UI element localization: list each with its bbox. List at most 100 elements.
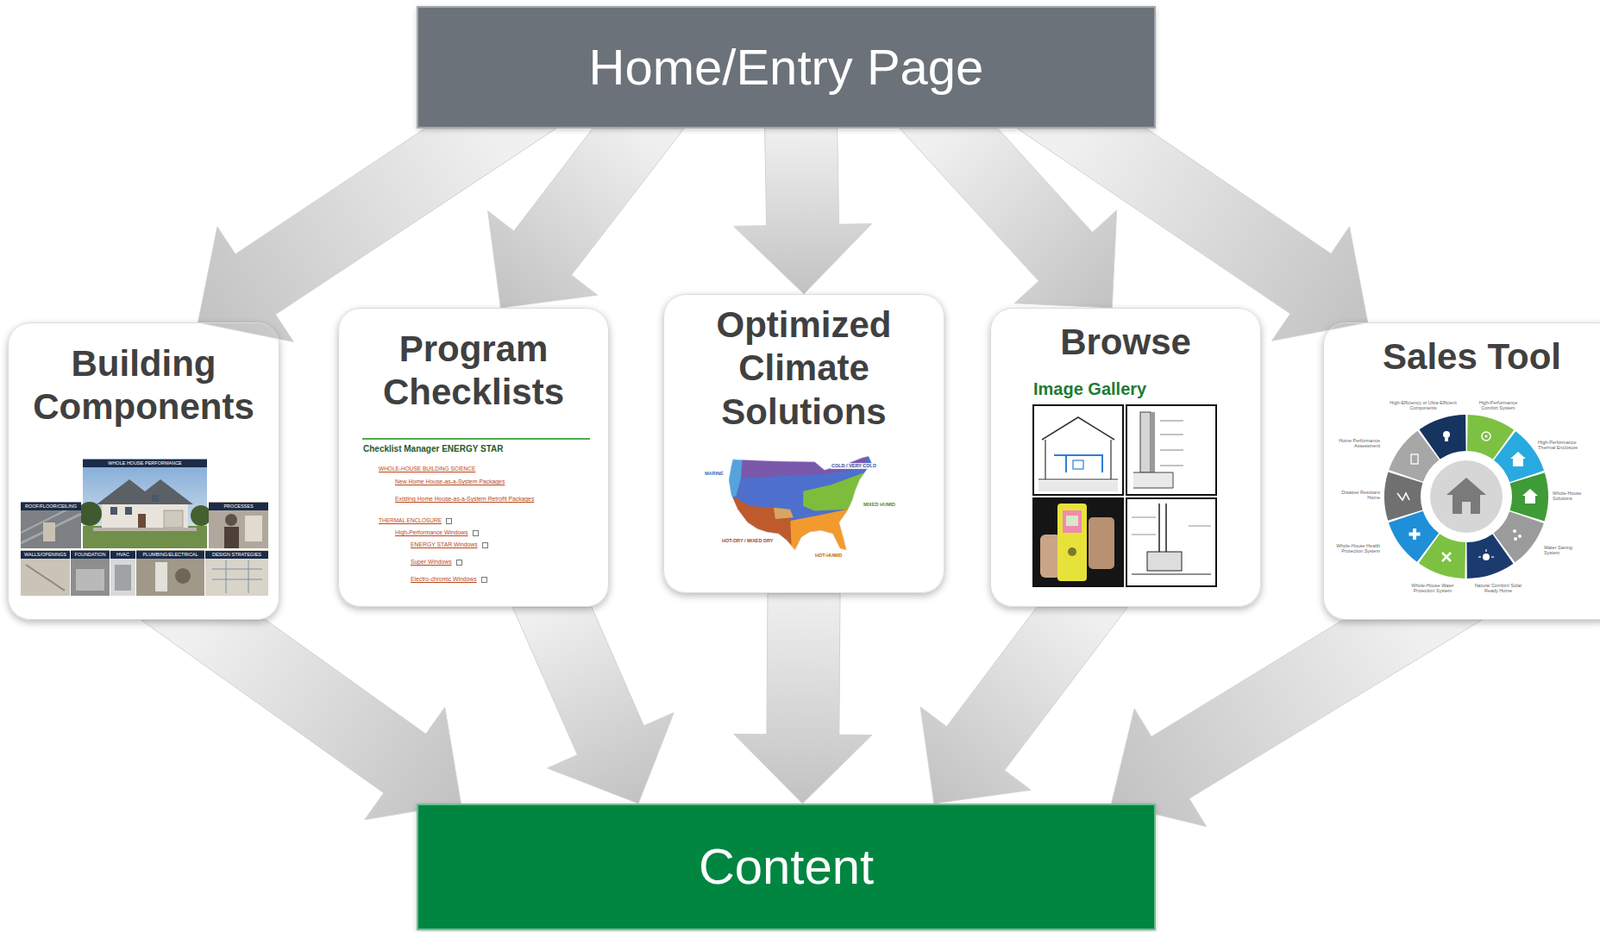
box-title: Optimized Climate Solutions [664,303,944,434]
section-card: Optimized Climate Solutions [663,294,945,594]
climate-map [724,455,743,498]
block-arrow [512,607,674,804]
thumbnail-caption: PROCESSES [208,502,269,511]
block-arrow [1111,620,1483,828]
box-title: Sales Tool [1323,335,1600,379]
wheel-icons [1513,537,1518,541]
processes-photo [208,501,269,549]
box-title: Browse [991,320,1261,364]
sales-wheel [1377,407,1556,586]
wheel-label: Whole-House Solutions [1552,490,1594,502]
processes-photo [244,515,263,542]
checklist-item: THERMAL ENCLOSURE [378,517,452,525]
gallery-moisture-meter [1066,515,1079,527]
box-subtitle: Image Gallery [1033,379,1261,399]
thumbnail-caption: ROOF/FLOOR/CEILING [20,502,82,511]
thumbnail-caption: PLUMBING/ELECTRICAL [136,551,205,559]
block-arrow [140,620,461,821]
thumbnail-caption: DESIGN STRATEGIES [205,551,269,559]
gallery-moisture-meter [1062,510,1082,534]
component-tiles [110,550,136,597]
climate-map [724,497,792,554]
gallery-foundation-detail [1160,450,1184,452]
sales-wheel [1376,407,1556,586]
wheel-icons [1518,534,1522,539]
checklist-rule [362,439,590,440]
wheel-icons [1481,432,1491,441]
section-card: Sales Tool [1323,322,1600,621]
gallery-foundation-detail [1126,405,1217,496]
thumbnail-caption: WHOLE HOUSE PERFORMANCE [82,459,208,468]
gallery-house-diagram [1038,478,1118,480]
component-tiles [70,550,110,597]
section-card: Building Components [7,322,280,621]
climate-zone-label: COLD / VERY COLD [830,463,878,470]
gallery-foundation-detail [1160,420,1184,422]
checklist-item: ENERGY STAR Windows [410,541,489,550]
gallery-house-diagram [1041,417,1115,440]
gallery-wall-section [1165,503,1168,553]
gallery-moisture-meter [1033,498,1124,587]
wheel-label: High-Performance Comfort System [1471,400,1525,412]
gallery-house-diagram [1065,455,1067,473]
gallery-foundation-detail [1160,465,1184,467]
gallery-house-diagram [1033,405,1124,496]
checklist-rule [362,438,590,440]
component-tiles [225,560,227,594]
wheel-icons [1510,451,1526,467]
wheel-icons [1411,454,1419,465]
gallery-moisture-meter [1088,517,1115,570]
block-arrow [920,607,1128,804]
box-title: Home/Entry Page [589,38,985,97]
box-title: Content [698,838,874,897]
house-photo [93,527,197,532]
climate-map [773,508,794,520]
climate-zone-label: MIXED HUMID [862,501,897,509]
component-tiles [212,579,263,581]
checklist-item: WHOLE-HOUSE BUILDING SCIENCE [378,465,476,473]
house-photo [110,507,118,515]
component-tiles [75,569,105,591]
gallery-wall-section [1131,574,1211,576]
component-tiles [114,564,132,591]
gallery-foundation-detail [1126,405,1217,496]
thumbnail-caption: WALLS/OPENINGS [20,551,70,559]
sales-wheel [1446,477,1487,515]
wheel-icons [1491,556,1494,558]
box-title: Building Components [8,342,279,430]
wheel-label: Disaster Resistant Home [1335,489,1381,502]
component-tiles [20,550,269,597]
roof-photo [20,501,82,549]
climate-map [728,456,873,551]
gallery-foundation-detail [1150,412,1155,473]
component-tiles [20,550,70,597]
house-photo [125,507,132,515]
climate-zone-label: HOT-DRY / MIXED DRY [721,538,774,545]
sales-wheel [1376,407,1556,586]
gallery-house-diagram [1038,481,1118,492]
checklist-item: New Home House-as-a-System Packages [395,478,505,487]
wheel-label: Whole-House Water Protection System [1403,583,1462,595]
wheel-icons [1409,533,1421,537]
gallery-foundation-detail [1160,434,1184,436]
component-tiles [205,550,269,597]
processes-photo [225,514,238,527]
house-photo [96,479,194,505]
component-tiles [155,562,168,592]
entry-page-box: Home/Entry Page [416,6,1156,129]
roof-photo [43,522,56,542]
wheel-icons [1478,556,1481,558]
gallery-wall-section [1147,552,1182,571]
content-box: Content [416,803,1156,931]
sales-wheel [1376,407,1556,586]
box-title: Program Checklists [338,327,609,415]
wheel-icons [1397,493,1410,501]
wheel-label: Natural Comfort/ Solar Ready Home [1471,583,1525,595]
gallery-wall-section [1131,534,1156,536]
wheel-label: Water Saving System [1543,545,1589,557]
house-photo [82,458,208,549]
section-card: Program Checklists [338,307,609,608]
block-arrow [734,128,873,295]
